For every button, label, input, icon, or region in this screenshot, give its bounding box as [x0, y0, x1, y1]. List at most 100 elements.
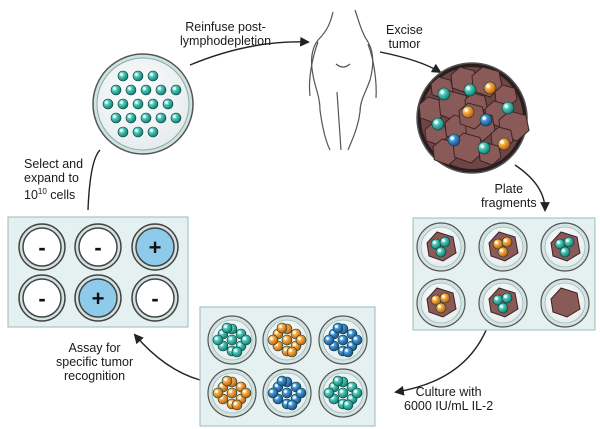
- lymphocyte-cell: [240, 334, 252, 346]
- label-reinfuse: Reinfuse post- lymphodepletion: [180, 20, 271, 48]
- lymphocyte-cell: [231, 399, 243, 411]
- assay-result-sign: -: [151, 286, 158, 311]
- teal-cell: [117, 126, 129, 138]
- teal-cell: [170, 84, 182, 96]
- label-reinfuse-line1: Reinfuse post-: [185, 20, 266, 34]
- lymphocyte-cell: [212, 387, 224, 399]
- lymphocyte-cell: [435, 302, 447, 314]
- fragment-well: [416, 278, 466, 328]
- label-assay: Assay for specific tumor recognition: [56, 341, 133, 383]
- teal-cell: [147, 98, 159, 110]
- lymphocyte-cell: [563, 236, 575, 248]
- lymphocyte-cell: [281, 387, 293, 399]
- label-culture: Culture with 6000 IU/mL IL-2: [404, 385, 493, 413]
- teal-cell: [110, 84, 122, 96]
- label-assay-line3: recognition: [63, 369, 126, 383]
- lymphocyte-cell: [337, 387, 349, 399]
- lymphocyte-cell: [295, 387, 307, 399]
- lymphocyte-cell: [479, 113, 493, 127]
- teal-cell: [117, 70, 129, 82]
- label-expand-line1: Select and: [24, 157, 84, 171]
- fragment-well: [478, 222, 528, 272]
- assay-plate: --+-+-: [7, 216, 189, 328]
- lymphocyte-cell: [435, 246, 447, 258]
- lymphocyte-cell: [447, 133, 461, 147]
- lymphocyte-cell: [497, 302, 509, 314]
- label-assay-line1: Assay for: [68, 341, 121, 355]
- lymphocyte-cell: [342, 346, 354, 358]
- culture-well: [318, 368, 368, 418]
- lymphocyte-cell: [497, 246, 509, 258]
- culture-plate: [199, 306, 376, 427]
- lymphocyte-cell: [286, 399, 298, 411]
- teal-cell: [110, 112, 122, 124]
- lymphocyte-cell: [439, 292, 451, 304]
- cycle-arrows: [87, 36, 550, 396]
- arrow-expand: [87, 149, 101, 211]
- negative-well: -: [18, 223, 66, 271]
- label-expand-line2: expand to: [24, 171, 79, 185]
- lymphocyte-cell: [477, 141, 491, 155]
- teal-cell: [125, 112, 137, 124]
- teal-cell: [132, 98, 144, 110]
- teal-cell: [147, 70, 159, 82]
- teal-cell: [147, 126, 159, 138]
- lymphocyte-cell: [332, 375, 344, 387]
- label-expand-exp: 10: [37, 187, 47, 196]
- label-plate: Plate fragments: [481, 182, 537, 210]
- positive-well: +: [74, 274, 122, 322]
- lymphocyte-cell: [231, 346, 243, 358]
- teal-cell: [125, 84, 137, 96]
- arrow-excise: [379, 51, 442, 74]
- expanded-cells-dish: [92, 53, 194, 155]
- lymphocyte-cell: [323, 387, 335, 399]
- arrow-culture: [394, 319, 491, 396]
- lymphocyte-cell: [497, 137, 511, 151]
- label-excise-line1: Excise: [386, 23, 423, 37]
- tumor-fragment: [550, 287, 581, 318]
- lymphocyte-cell: [351, 334, 363, 346]
- label-excise: Excise tumor: [386, 23, 423, 51]
- lymphocyte-cell: [342, 399, 354, 411]
- lymphocyte-cell: [281, 334, 293, 346]
- culture-well: [207, 315, 257, 365]
- lymphocyte-cell: [431, 117, 445, 131]
- teal-cell: [162, 98, 174, 110]
- label-culture-line1: Culture with: [415, 385, 482, 399]
- lymphocyte-cell: [483, 81, 497, 95]
- fragment-well: [540, 222, 590, 272]
- negative-well: -: [131, 274, 179, 322]
- label-plate-line2: fragments: [481, 196, 537, 210]
- lymphocyte-cell: [337, 334, 349, 346]
- lymphocyte-cell: [221, 322, 233, 334]
- teal-cell: [132, 70, 144, 82]
- tumor-tissue-dish: [416, 62, 530, 174]
- lymphocyte-cell: [463, 83, 477, 97]
- teal-cell: [132, 126, 144, 138]
- lymphocyte-cell: [286, 346, 298, 358]
- teal-cell: [140, 112, 152, 124]
- label-expand: Select and expand to 1010 cells: [24, 157, 83, 202]
- lymphocyte-cell: [267, 387, 279, 399]
- arrow-assay: [133, 333, 201, 381]
- teal-cell: [155, 112, 167, 124]
- fragment-plate: [412, 217, 596, 331]
- teal-cell: [102, 98, 114, 110]
- teal-cell: [140, 84, 152, 96]
- culture-well: [318, 315, 368, 365]
- negative-well: -: [18, 274, 66, 322]
- positive-well: +: [131, 223, 179, 271]
- lymphocyte-cell: [559, 246, 571, 258]
- lymphocyte-cell: [226, 334, 238, 346]
- assay-result-sign: -: [38, 286, 45, 311]
- lymphocyte-cell: [439, 236, 451, 248]
- culture-well: [262, 368, 312, 418]
- culture-well: [207, 368, 257, 418]
- label-reinfuse-line2: lymphodepletion: [180, 34, 272, 48]
- teal-cell: [117, 98, 129, 110]
- lymphocyte-cell: [212, 334, 224, 346]
- lymphocyte-cell: [240, 387, 252, 399]
- assay-result-sign: -: [94, 235, 101, 260]
- lymphocyte-cell: [501, 236, 513, 248]
